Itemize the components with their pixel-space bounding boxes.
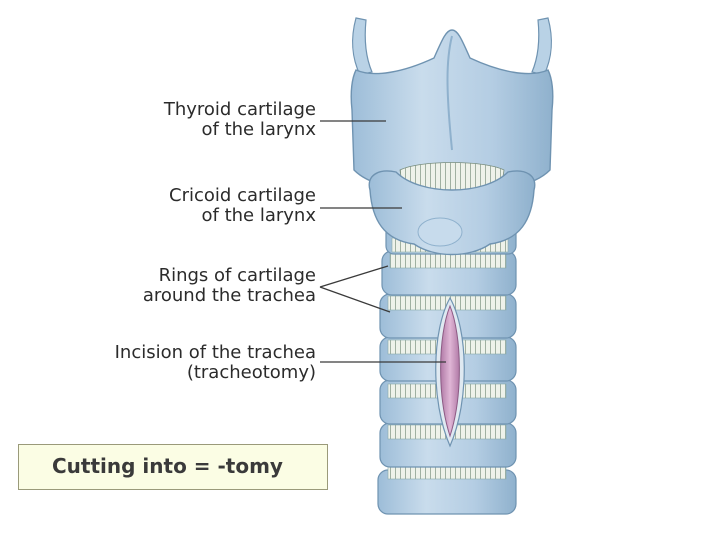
superior-horns <box>351 17 553 76</box>
label-rings-line2: around the trachea <box>142 285 316 306</box>
caption-box: Cutting into = -tomy <box>18 444 328 490</box>
label-cricoid-line2: of the larynx <box>201 205 316 226</box>
label-thyroid-cartilage: Thyroid cartilage of the larynx <box>120 100 316 140</box>
label-thyroid-line2: of the larynx <box>201 119 316 140</box>
label-incision-line2: (tracheotomy) <box>186 362 316 383</box>
leader-lines <box>319 120 446 363</box>
label-cricoid-line1: Cricoid cartilage <box>169 185 316 206</box>
label-cricoid-cartilage: Cricoid cartilage of the larynx <box>120 186 316 226</box>
label-rings-line1: Rings of cartilage <box>158 265 316 286</box>
caption-text: Cutting into = -tomy <box>52 454 283 478</box>
cricoid-cartilage <box>368 170 536 256</box>
incision <box>435 296 465 448</box>
label-tracheal-rings: Rings of cartilage around the trachea <box>100 266 316 306</box>
label-incision-line1: Incision of the trachea <box>114 342 316 363</box>
label-thyroid-line1: Thyroid cartilage <box>163 99 316 120</box>
label-incision: Incision of the trachea (tracheotomy) <box>60 343 316 383</box>
